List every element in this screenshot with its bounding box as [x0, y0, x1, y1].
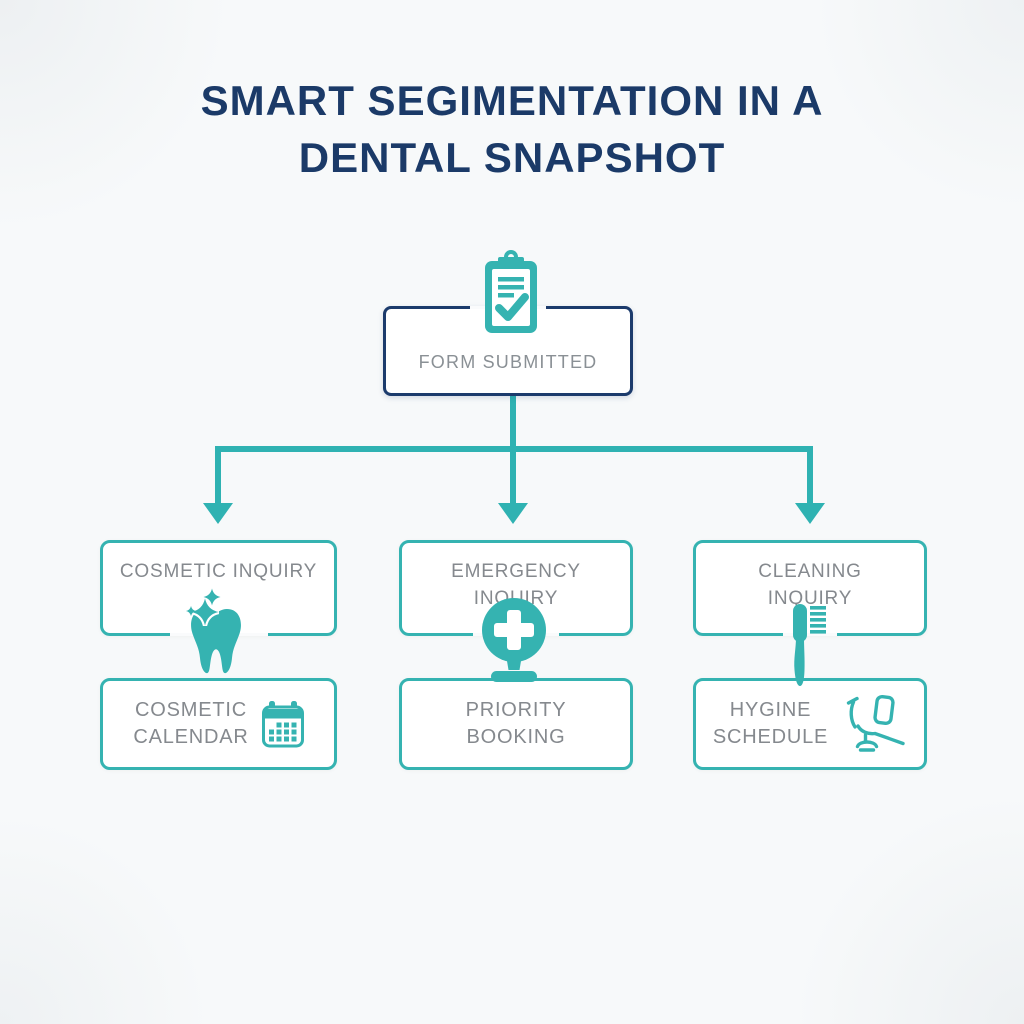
page-title-line1: SMART SEGIMENTATION IN A [200, 77, 824, 124]
hygine-schedule-label: HYGINE SCHEDULE [712, 699, 829, 748]
cosmetic-calendar-label: COSMETIC CALENDAR [133, 699, 249, 748]
connector-left-stem [215, 446, 221, 505]
priority-booking-label: PRIORITY BOOKING [465, 699, 567, 748]
arrow-down-left-icon [203, 503, 233, 524]
node-form-submitted: FORM SUBMITTED [383, 306, 633, 396]
page-title: SMART SEGIMENTATION IN A DENTAL SNAPSHOT [0, 72, 1024, 186]
connector-middle-stem [510, 446, 516, 505]
page-title-line2: DENTAL SNAPSHOT [298, 134, 726, 181]
medical-cross-icon [482, 598, 546, 682]
node-cosmetic-calendar: COSMETIC CALENDAR [100, 678, 337, 770]
node-cosmetic-inquiry: COSMETIC INQUIRY [100, 540, 337, 636]
border-gap [783, 633, 837, 636]
node-hygine-schedule: HYGINE SCHEDULE [693, 678, 927, 770]
cosmetic-inquiry-label: COSMETIC INQUIRY [119, 561, 318, 582]
cleaning-inquiry-label: CLEANING INQUIRY [758, 561, 862, 609]
connector-right-stem [807, 446, 813, 505]
calendar-icon [261, 700, 304, 747]
clipboard-check-icon [485, 250, 537, 333]
sparkling-tooth-icon [186, 588, 241, 674]
node-priority-booking: PRIORITY BOOKING [399, 678, 633, 770]
dental-chair-icon [846, 694, 905, 752]
form-submitted-label: FORM SUBMITTED [418, 352, 598, 372]
arrow-down-right-icon [795, 503, 825, 524]
emergency-inquiry-label: EMERGENCY INQUIRY [451, 561, 581, 609]
arrow-down-middle-icon [498, 503, 528, 524]
connector-root-stem [510, 394, 516, 449]
toothbrush-icon [793, 604, 826, 686]
